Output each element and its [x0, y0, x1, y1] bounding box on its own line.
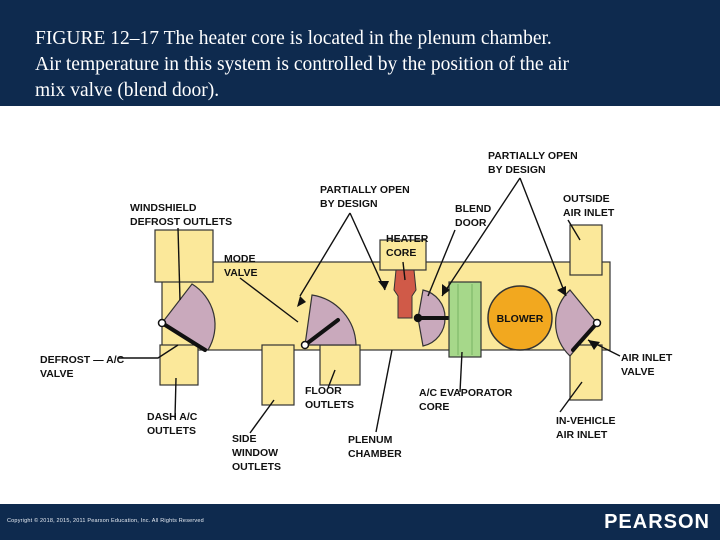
- arrowhead: [442, 284, 450, 296]
- pearson-logo: PEARSON: [604, 511, 710, 533]
- copyright-text: Copyright © 2018, 2015, 2011 Pearson Edu…: [7, 518, 204, 524]
- valve-blades: [160, 316, 599, 352]
- label-airinlet-2: VALVE: [621, 366, 654, 378]
- valve-pivots: [157, 313, 602, 350]
- defrost-valve-pivot: [157, 318, 167, 328]
- label-evaporator-2: CORE: [419, 401, 449, 413]
- label-heater-2: CORE: [386, 247, 416, 259]
- label-mode-2: VALVE: [224, 267, 257, 279]
- blend-door-pivot: [413, 313, 423, 323]
- defrost-ac-valve-door: [161, 283, 216, 351]
- windshield-defrost-duct: [154, 229, 214, 283]
- ac-evaporator-core: [448, 281, 482, 358]
- arrowhead: [588, 340, 600, 350]
- air-inlet-valve-blade: [571, 321, 599, 352]
- leader-floor-outlets: [327, 369, 336, 389]
- arrowhead: [297, 296, 306, 307]
- blower: [487, 285, 553, 351]
- label-heater-1: HEATER: [386, 233, 429, 245]
- leader-plenum: [375, 349, 393, 433]
- blower-label: BLOWER: [497, 313, 544, 325]
- label-partial-left-1: PARTIALLY OPEN: [320, 184, 410, 196]
- leader-outside-air: [567, 219, 581, 241]
- label-plenum-1: PLENUM: [348, 434, 393, 446]
- defrost-ac-valve-blade: [160, 321, 207, 352]
- leader-evaporator: [459, 351, 463, 393]
- leader-side-window: [249, 399, 275, 434]
- label-defrost-1: DEFROST — A/C: [40, 354, 125, 366]
- label-partial-right-2: BY DESIGN: [488, 164, 546, 176]
- leader-partially-open-right: [441, 177, 567, 297]
- label-invehicle-1: IN-VEHICLE: [556, 415, 616, 427]
- arrowhead: [557, 286, 566, 296]
- leader-partially-open-left: [299, 212, 386, 297]
- labels: WINDSHIELD DEFROST OUTLETS MODE VALVE DE…: [40, 150, 673, 473]
- dash-ac-outlet-duct: [159, 344, 199, 386]
- label-side-2: WINDOW: [232, 447, 278, 459]
- label-windshield-1: WINDSHIELD: [130, 202, 197, 214]
- leader-defrost-valve: [118, 344, 179, 359]
- heater-core: [393, 269, 417, 319]
- mode-valve-blade: [303, 318, 340, 347]
- hvac-diagram-svg: BLOWER WINDSHIELD DEFROST OUTLETS MODE V…: [40, 150, 673, 473]
- label-outside-2: AIR INLET: [563, 207, 615, 219]
- leader-arrowheads: [297, 281, 600, 350]
- valves: [161, 283, 598, 357]
- label-floor-2: OUTLETS: [305, 399, 354, 411]
- leader-windshield: [177, 227, 181, 301]
- leader-in-vehicle-inlet: [559, 381, 583, 413]
- label-side-1: SIDE: [232, 433, 257, 445]
- label-airinlet-1: AIR INLET: [621, 352, 673, 364]
- leader-heater-core: [402, 261, 406, 281]
- label-outside-1: OUTSIDE: [563, 193, 610, 205]
- mode-valve-door: [304, 294, 357, 346]
- label-blend-1: BLEND: [455, 203, 492, 215]
- hvac-diagram: BLOWER WINDSHIELD DEFROST OUTLETS MODE V…: [0, 106, 720, 504]
- floor-outlet-duct: [319, 344, 361, 386]
- leader-blend-door: [427, 229, 456, 297]
- label-plenum-2: CHAMBER: [348, 448, 402, 460]
- leader-mode-valve: [239, 277, 299, 323]
- leader-lines: [118, 177, 621, 434]
- figure-caption: FIGURE 12–17 The heater core is located …: [35, 28, 569, 101]
- label-dash-1: DASH A/C: [147, 411, 198, 423]
- label-defrost-2: VALVE: [40, 368, 73, 380]
- label-floor-1: FLOOR: [305, 385, 342, 397]
- label-partial-right-1: PARTIALLY OPEN: [488, 150, 578, 162]
- label-windshield-2: DEFROST OUTLETS: [130, 216, 232, 228]
- side-window-outlet-duct: [261, 344, 295, 406]
- label-partial-left-2: BY DESIGN: [320, 198, 378, 210]
- air-inlet-valve-door: [554, 289, 598, 357]
- label-side-3: OUTLETS: [232, 461, 281, 473]
- title-banner: FIGURE 12–17 The heater core is located …: [0, 0, 720, 106]
- label-blend-2: DOOR: [455, 217, 487, 229]
- arrowhead: [378, 281, 389, 290]
- footer-bar: Copyright © 2018, 2015, 2011 Pearson Edu…: [0, 504, 720, 540]
- air-inlet-valve-pivot: [592, 318, 602, 328]
- leader-dash-outlets: [174, 377, 177, 419]
- label-mode-1: MODE: [224, 253, 256, 265]
- label-evaporator-1: A/C EVAPORATOR: [419, 387, 513, 399]
- mode-valve-pivot: [300, 340, 310, 350]
- label-dash-2: OUTLETS: [147, 425, 196, 437]
- label-invehicle-2: AIR INLET: [556, 429, 608, 441]
